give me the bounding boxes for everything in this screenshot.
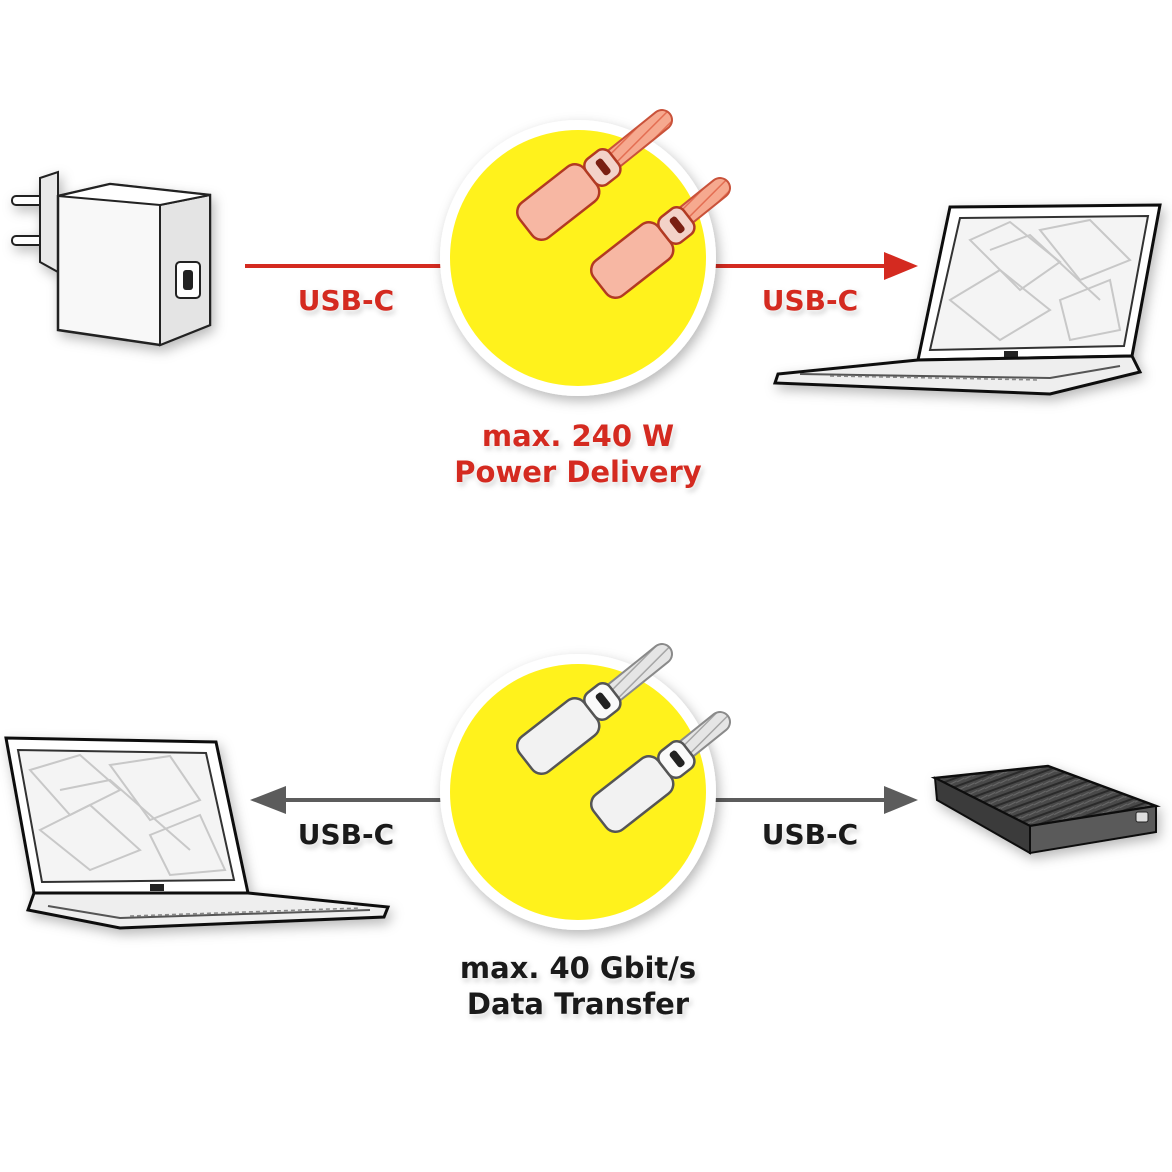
external-ssd-icon xyxy=(930,764,1161,855)
power-section xyxy=(11,109,1162,396)
power-caption-line2: Power Delivery xyxy=(454,455,702,489)
power-caption-line1: max. 240 W xyxy=(481,419,675,453)
power-adapter-icon xyxy=(11,170,212,347)
data-right-usb-label: USB-C xyxy=(761,818,859,851)
laptop-icon xyxy=(4,736,391,930)
data-cable-badge xyxy=(440,643,731,930)
power-cable-badge xyxy=(440,109,731,396)
data-left-arrow-head xyxy=(250,786,286,814)
power-left-usb-label: USB-C xyxy=(297,284,395,317)
data-section xyxy=(4,643,1161,930)
usb-c-cable-red-icon xyxy=(515,109,731,299)
power-right-usb-label: USB-C xyxy=(761,284,859,317)
data-left-usb-label: USB-C xyxy=(297,818,395,851)
data-caption-line1: max. 40 Gbit/s xyxy=(459,951,697,985)
power-arrow-head xyxy=(884,252,918,280)
usb-c-cable-grey-icon xyxy=(515,643,731,833)
data-caption-line2: Data Transfer xyxy=(466,987,690,1021)
data-right-arrow-head xyxy=(884,786,918,814)
laptop-icon xyxy=(772,203,1162,396)
